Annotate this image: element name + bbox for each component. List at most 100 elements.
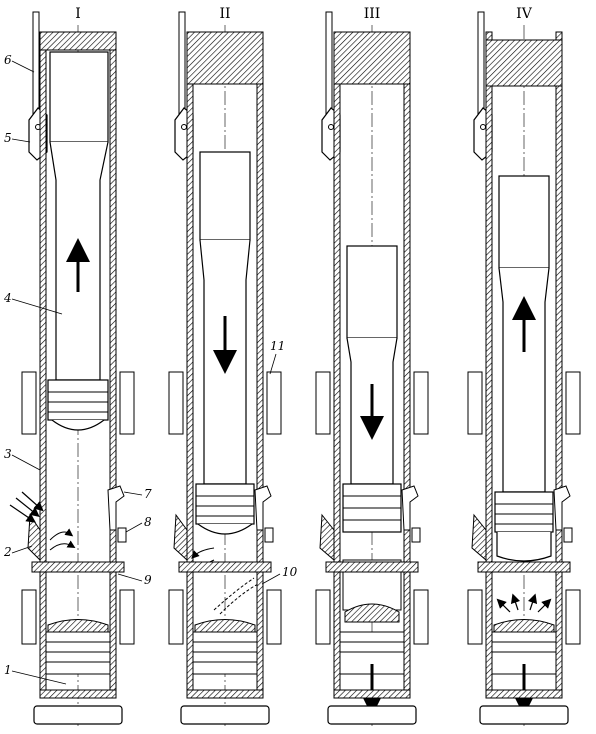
guide-band <box>467 371 483 435</box>
cylinder-wall-left <box>186 31 194 698</box>
flange <box>325 561 419 573</box>
fuel-pool <box>344 603 400 623</box>
base-plate <box>327 705 417 725</box>
air-arrow <box>15 497 40 517</box>
base-ring <box>485 689 563 699</box>
ram-rings <box>494 491 554 533</box>
flange <box>477 561 571 573</box>
guide-band <box>119 589 135 645</box>
guide-band <box>21 371 37 435</box>
stage-2: II <box>168 6 282 728</box>
callout-9: 9 <box>144 573 152 587</box>
fuel-pump <box>563 527 573 543</box>
ram-rings <box>195 483 255 525</box>
guide-rod <box>178 11 186 121</box>
guide-band <box>266 371 282 435</box>
callout-10: 10 <box>282 565 298 579</box>
guide-band <box>168 589 184 645</box>
exhaust-arrow <box>191 547 215 559</box>
air-arrow <box>9 504 36 523</box>
ram-head <box>199 151 251 241</box>
exhaust-port <box>319 513 335 562</box>
cylinder-wall-right <box>555 31 563 698</box>
callout-3: 3 <box>4 447 12 461</box>
exhaust-port <box>173 513 188 562</box>
anvil-top <box>493 619 555 633</box>
base-ring <box>39 689 117 699</box>
base-plate <box>180 705 270 725</box>
cylinder-cap <box>186 31 264 85</box>
fuel-spray <box>213 577 255 611</box>
cylinder-cap <box>485 39 563 87</box>
fuel-valve <box>254 485 272 531</box>
cylinder-cap <box>39 31 117 51</box>
callout-1: 1 <box>4 663 12 677</box>
callout-2: 2 <box>3 545 12 559</box>
ram-head <box>498 175 550 269</box>
anvil-top <box>47 619 109 633</box>
air-arrow <box>49 528 74 541</box>
callout-5: 5 <box>4 131 12 145</box>
exhaust-port <box>471 513 487 562</box>
anvil-block <box>45 631 111 675</box>
callout-4: 4 <box>3 291 12 305</box>
cylinder-wall-right <box>403 31 411 698</box>
fuel-pump <box>264 527 274 543</box>
guide-band <box>315 589 331 645</box>
stage-label: II <box>219 6 230 22</box>
air-arrow <box>21 491 44 512</box>
callout-7: 7 <box>144 487 152 501</box>
guide-band <box>413 371 429 435</box>
fuel-valve <box>553 485 571 531</box>
stage-3: III <box>315 6 429 728</box>
ram-head <box>346 245 398 339</box>
air-arrow <box>49 540 76 551</box>
fuel-pump <box>117 527 127 543</box>
ram-body <box>498 267 550 493</box>
cylinder-wall-left <box>39 31 47 698</box>
guide-band <box>565 589 581 645</box>
guide-band <box>21 589 37 645</box>
stage-1: I <box>9 6 135 728</box>
base-ring <box>333 689 411 699</box>
guide-rod <box>325 11 333 121</box>
flange <box>31 561 125 573</box>
anvil-top <box>194 619 256 633</box>
stage-label: III <box>364 6 381 22</box>
base-plate <box>33 705 123 725</box>
fuel-valve <box>401 485 419 531</box>
fuel-pump <box>411 527 421 543</box>
ram-bottom <box>197 523 253 535</box>
guide-band <box>565 371 581 435</box>
gas-arrow <box>496 598 511 613</box>
gas-arrow <box>510 593 521 611</box>
ram-bottom <box>51 419 105 431</box>
callouts: 6 5 4 3 2 1 7 8 9 10 11 <box>3 53 298 685</box>
ram-bottom <box>496 532 552 562</box>
fuel-valve <box>107 485 125 531</box>
guide-band <box>315 371 331 435</box>
cylinder-wall-left <box>485 31 493 698</box>
exhaust-port <box>27 513 41 562</box>
ram-head <box>49 51 109 143</box>
ram-rings <box>47 379 109 421</box>
flange <box>178 561 272 573</box>
stage-label: IV <box>516 6 533 22</box>
guide-band <box>413 589 429 645</box>
guide-band <box>168 371 184 435</box>
guide-rod <box>477 11 485 121</box>
gas-arrow <box>537 598 552 613</box>
callout-6: 6 <box>4 53 12 67</box>
base-plate <box>479 705 569 725</box>
anvil-block <box>192 631 258 675</box>
callout-8: 8 <box>144 515 152 529</box>
cylinder-wall-left <box>333 31 341 698</box>
guide-band <box>119 371 135 435</box>
base-ring <box>186 689 264 699</box>
guide-band <box>266 589 282 645</box>
cylinder-wall-right <box>256 31 264 698</box>
guide-band <box>467 589 483 645</box>
fuel-spray <box>219 583 259 615</box>
guide-rod <box>32 11 40 121</box>
